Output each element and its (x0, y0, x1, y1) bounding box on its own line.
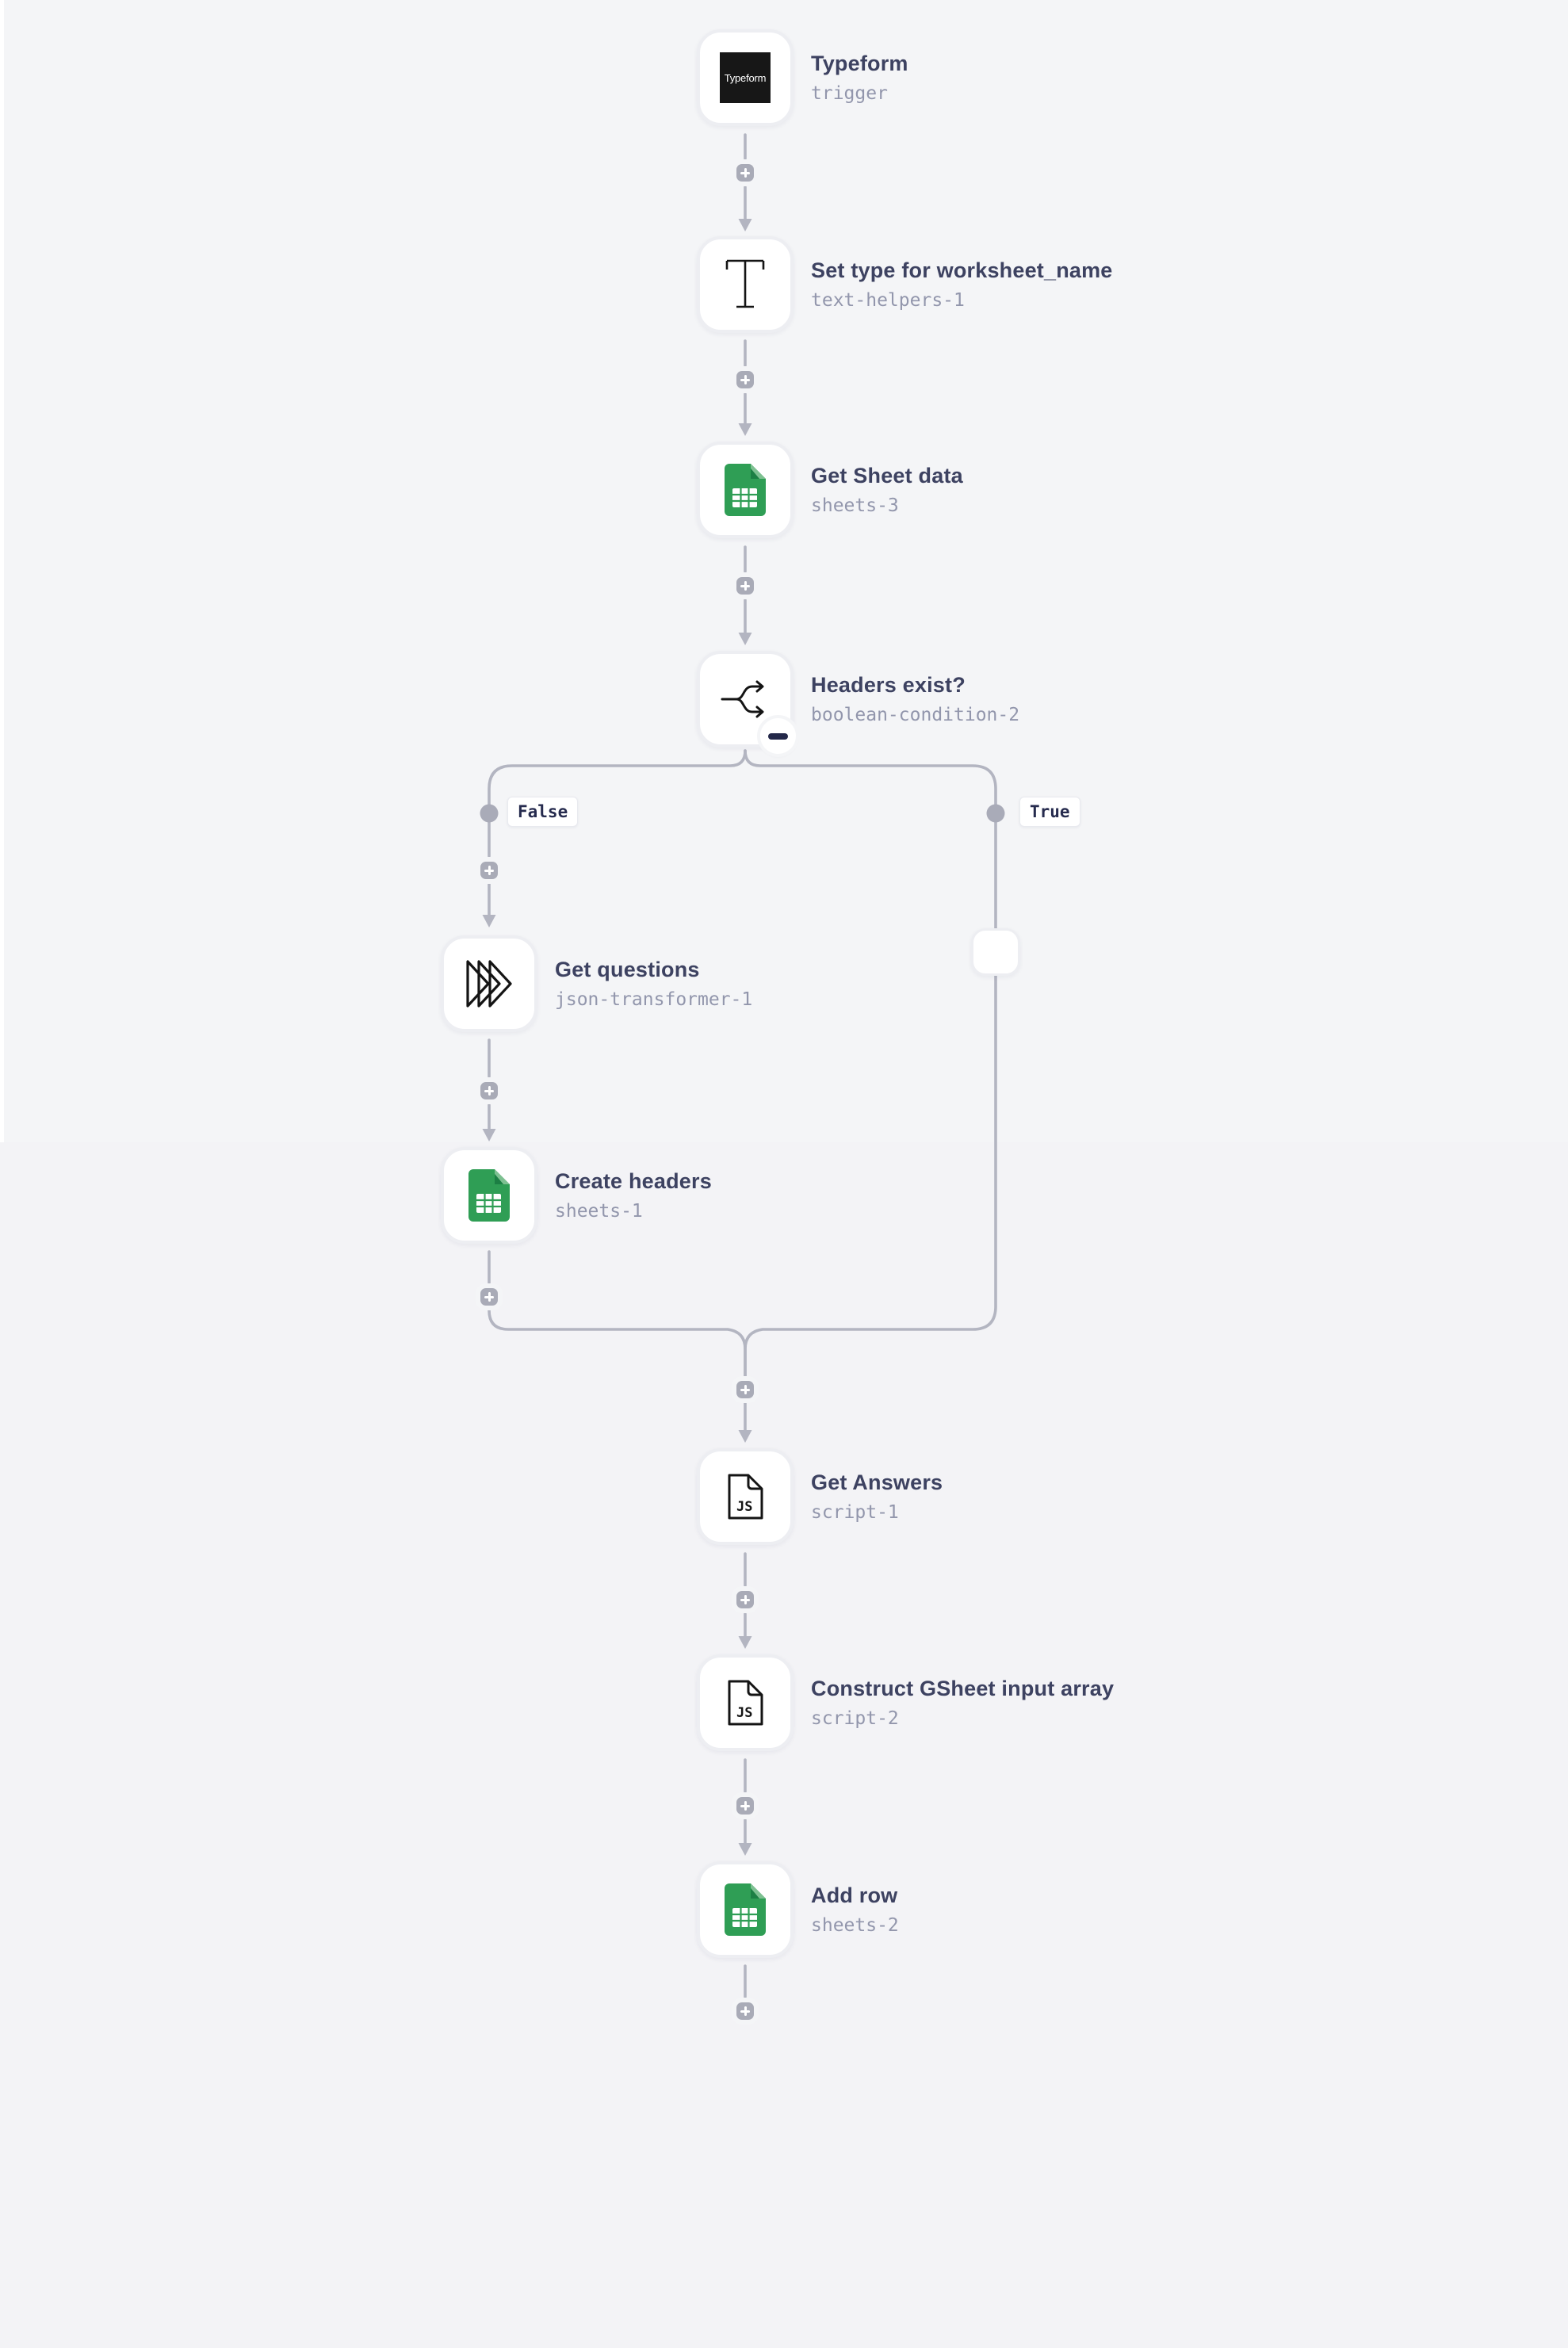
branch-icon (721, 680, 764, 718)
branch-false-wire (488, 749, 747, 858)
text-tool-icon (725, 259, 765, 308)
left-edge-strip (0, 0, 4, 1142)
plus-icon (736, 577, 754, 595)
node-json-transformer-1[interactable]: Get questions json-transformer-1 (441, 935, 752, 1032)
add-step-button[interactable] (480, 862, 498, 879)
json-transformer-icon (466, 960, 512, 1008)
add-step-button[interactable] (480, 1082, 498, 1099)
svg-text:Typeform: Typeform (725, 72, 767, 84)
node-text-helpers-1[interactable]: Set type for worksheet_name text-helpers… (697, 236, 1112, 333)
add-step-button[interactable] (736, 1591, 754, 1608)
plus-icon (736, 1591, 754, 1608)
add-step-button[interactable] (736, 164, 754, 182)
node-sheets-2[interactable]: Add row sheets-2 (697, 1861, 899, 1958)
svg-text:JS: JS (736, 1499, 752, 1515)
branch-label-true: True (1019, 797, 1080, 827)
node-script-1[interactable]: JS Get Answers script-1 (697, 1448, 943, 1545)
node-placeholder-true-branch[interactable] (971, 928, 1020, 976)
google-sheets-icon (725, 1883, 766, 1936)
node-script-2[interactable]: JS Construct GSheet input array script-2 (697, 1654, 1114, 1751)
connector-paths (488, 133, 997, 1998)
svg-text:JS: JS (736, 1705, 752, 1721)
arrowheads (482, 219, 752, 1856)
node-sheets-1[interactable]: Create headers sheets-1 (441, 1147, 712, 1244)
plus-icon (736, 2002, 754, 2020)
merge-false-wire (488, 1309, 747, 1378)
add-step-button[interactable] (736, 577, 754, 595)
plus-icon (480, 862, 498, 879)
add-step-button[interactable] (736, 1381, 754, 1398)
branch-label-false: False (507, 797, 579, 827)
js-script-icon: JS (728, 1474, 763, 1520)
branch-port-true (986, 804, 1005, 823)
google-sheets-icon (468, 1169, 510, 1222)
plus-icon (480, 1082, 498, 1099)
add-step-button[interactable] (480, 1288, 498, 1306)
google-sheets-icon (725, 464, 766, 516)
collapse-branch-button[interactable] (760, 718, 796, 754)
canvas-background (0, 0, 1568, 1142)
branch-port-false (480, 804, 499, 823)
plus-icon (736, 1797, 754, 1815)
plus-icon (736, 371, 754, 388)
plus-icon (736, 1381, 754, 1398)
typeform-logo-icon: Typeform (720, 52, 771, 103)
add-step-button[interactable] (736, 2002, 754, 2020)
node-sheets-3[interactable]: Get Sheet data sheets-3 (697, 442, 963, 538)
minus-icon (768, 732, 788, 740)
add-step-button[interactable] (736, 1797, 754, 1815)
js-script-icon: JS (728, 1680, 763, 1726)
add-step-button[interactable] (736, 371, 754, 388)
node-typeform-trigger[interactable]: Typeform Typeform trigger (697, 29, 908, 126)
branch-true-wire (744, 749, 997, 1378)
plus-icon (736, 164, 754, 182)
branch-ports (480, 804, 1005, 823)
plus-icon (480, 1288, 498, 1306)
